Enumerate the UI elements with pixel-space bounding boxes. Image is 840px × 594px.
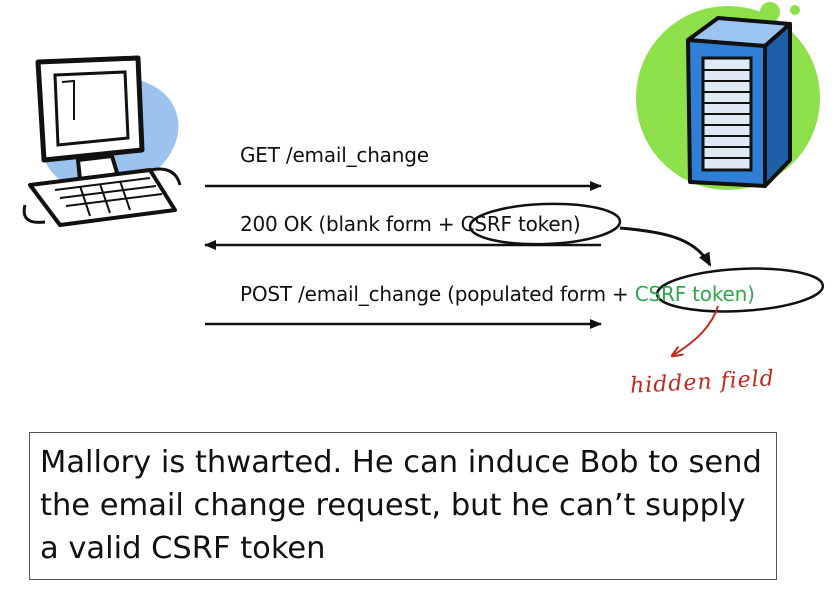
callout-box: Mallory is thwarted. He can induce Bob t… bbox=[29, 432, 777, 580]
hidden-field-arrow bbox=[672, 305, 719, 356]
token-copy-arrow bbox=[619, 226, 712, 267]
response-token: CSRF token) bbox=[460, 212, 581, 236]
server-tower-icon bbox=[636, 2, 820, 190]
post-label: POST /email_change (populated form + CSR… bbox=[240, 282, 755, 306]
post-prefix: POST /email_change (populated form + bbox=[240, 282, 635, 306]
request-label: GET /email_change bbox=[240, 143, 429, 167]
client-computer-icon bbox=[22, 55, 182, 227]
token-circle-post bbox=[655, 267, 825, 313]
post-token: CSRF token) bbox=[634, 282, 755, 306]
response-prefix: 200 OK (blank form + bbox=[240, 212, 461, 236]
response-label: 200 OK (blank form + CSRF token) bbox=[240, 212, 581, 236]
token-circle-response bbox=[468, 202, 622, 246]
